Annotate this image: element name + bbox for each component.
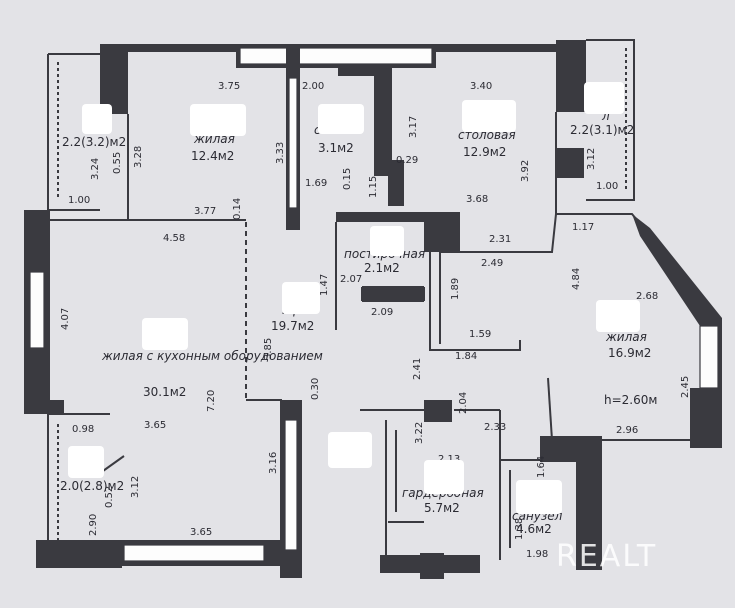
- dim-label: 3.28: [133, 146, 144, 168]
- room-name-balcony-top-right: л: [601, 109, 610, 123]
- dimension-labels: 3.75 2.00 3.40 3.28 0.55 3.24 1.00 3.33 …: [60, 81, 691, 560]
- room-area-balcony-top-right: 2.2(3.1)м2: [570, 123, 634, 137]
- room-name-living-3: жилая: [605, 330, 647, 344]
- outer-walls: [24, 39, 722, 579]
- dim-label: 0.14: [232, 198, 243, 220]
- room-area-bathroom-1: 3.1м2: [318, 141, 354, 155]
- dim-label: 1.17: [572, 222, 594, 233]
- dim-label: 3.65: [190, 527, 212, 538]
- dim-label: 2.09: [371, 307, 393, 318]
- dim-label: 3.24: [90, 158, 101, 180]
- dim-label: 0.52: [104, 486, 115, 508]
- dim-label: 2.00: [302, 81, 324, 92]
- room-area-balcony-bottom-left: 2.0(2.8)м2: [60, 479, 124, 493]
- dim-label: 3.17: [408, 116, 419, 138]
- room-area-balcony-top-left: 2.2(3.2)м2: [62, 135, 126, 149]
- censor-blots: [68, 82, 640, 514]
- dim-label: 1.38: [514, 518, 525, 540]
- dim-label: 1.59: [469, 329, 491, 340]
- dim-label: 0.55: [112, 152, 123, 174]
- dim-label: 3.75: [218, 81, 240, 92]
- dim-label: 3.12: [586, 148, 597, 170]
- dim-label: 4.07: [60, 308, 71, 330]
- dim-label: 1.15: [368, 176, 379, 198]
- dim-label: 3.12: [130, 476, 141, 498]
- watermark-logo: REALT: [556, 539, 657, 574]
- dim-label: 2.04: [458, 392, 469, 414]
- dim-label: 1.00: [596, 181, 618, 192]
- dim-label: 2.90: [88, 514, 99, 536]
- dim-label: 3.92: [520, 160, 531, 182]
- dim-label: 4.58: [163, 233, 185, 244]
- room-area-bathroom-2: 4.6м2: [516, 522, 552, 536]
- dim-label: 3.85: [263, 338, 274, 360]
- dim-label: 2.33: [484, 422, 506, 433]
- dim-label: 0.15: [342, 168, 353, 190]
- dim-label: 3.77: [194, 206, 216, 217]
- dim-label: 2.49: [481, 258, 503, 269]
- dim-label: 0.98: [72, 424, 94, 435]
- dim-label: 3.65: [144, 420, 166, 431]
- dim-label: 3.40: [470, 81, 492, 92]
- dim-label: 2.31: [489, 234, 511, 245]
- dim-label: 1.84: [455, 351, 477, 362]
- room-area-laundry: 2.1м2: [364, 261, 400, 275]
- ceiling-height: h=2.60м: [604, 393, 657, 407]
- dim-label: 2.68: [636, 291, 658, 302]
- dim-label: 1.89: [450, 278, 461, 300]
- room-area-living-3: 16.9м2: [608, 346, 651, 360]
- dim-label: 3.33: [275, 142, 286, 164]
- room-area-corridor: 19.7м2: [271, 319, 314, 333]
- dim-label: 1.69: [305, 178, 327, 189]
- dim-label: 2.13: [438, 454, 460, 465]
- dim-label: 0.29: [396, 155, 418, 166]
- dim-label: 3.22: [414, 422, 425, 444]
- dim-label: 1.64: [536, 456, 547, 478]
- dim-label: 2.45: [680, 376, 691, 398]
- room-name-living-kitchen: жилая с кухонным оборудованием: [101, 349, 323, 363]
- dim-label: 2.07: [340, 274, 362, 285]
- room-area-living-1: 12.4м2: [191, 149, 234, 163]
- dim-label: 7.20: [206, 390, 217, 412]
- interior-walls: [48, 48, 690, 560]
- dim-label: 3.68: [466, 194, 488, 205]
- room-area-living-kitchen: 30.1м2: [143, 385, 186, 399]
- dim-label: 1.98: [526, 549, 548, 560]
- dim-label: 4.84: [571, 268, 582, 290]
- dim-label: 2.96: [616, 425, 638, 436]
- dim-label: 2.41: [412, 358, 423, 380]
- dim-label: 1.00: [68, 195, 90, 206]
- room-area-wardrobe: 5.7м2: [424, 501, 460, 515]
- room-area-dining: 12.9м2: [463, 145, 506, 159]
- dim-label: 0.30: [310, 378, 321, 400]
- dim-label: 1.47: [319, 274, 330, 296]
- dim-label: 3.16: [268, 452, 279, 474]
